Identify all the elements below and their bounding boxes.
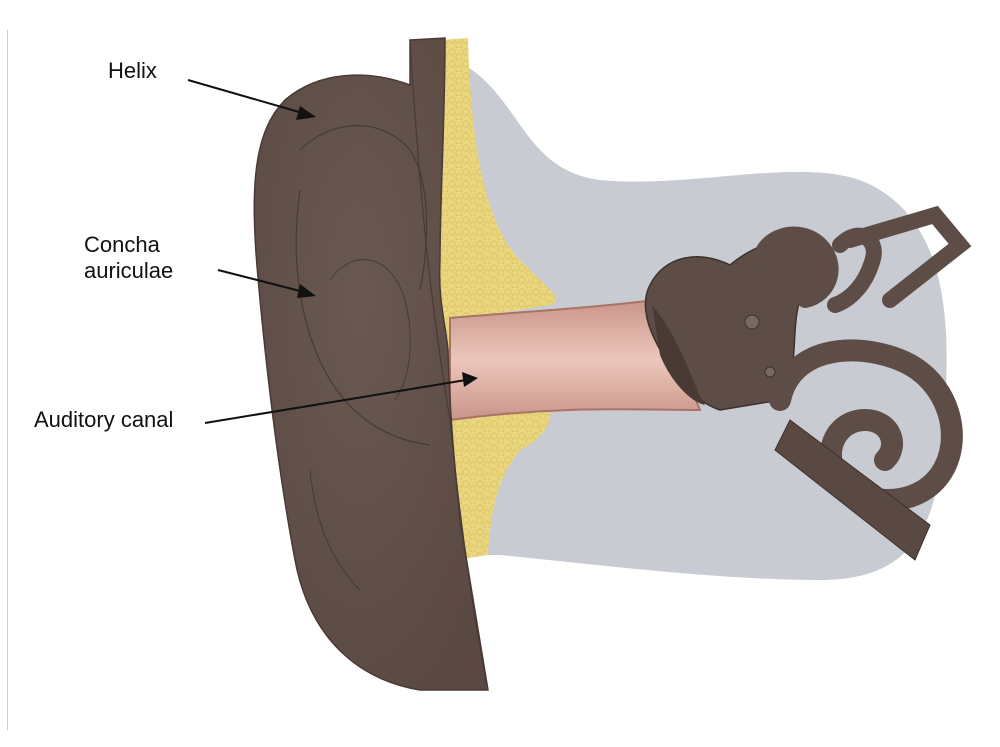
concha-auriculae-label: Concha auriculae xyxy=(84,232,173,284)
auditory-canal-label: Auditory canal xyxy=(34,407,173,433)
concha-label-line-1: Concha xyxy=(84,232,173,258)
round-window xyxy=(765,367,775,377)
concha-label-line-2: auriculae xyxy=(84,258,173,284)
helix-label: Helix xyxy=(108,58,157,84)
oval-window xyxy=(745,315,759,329)
